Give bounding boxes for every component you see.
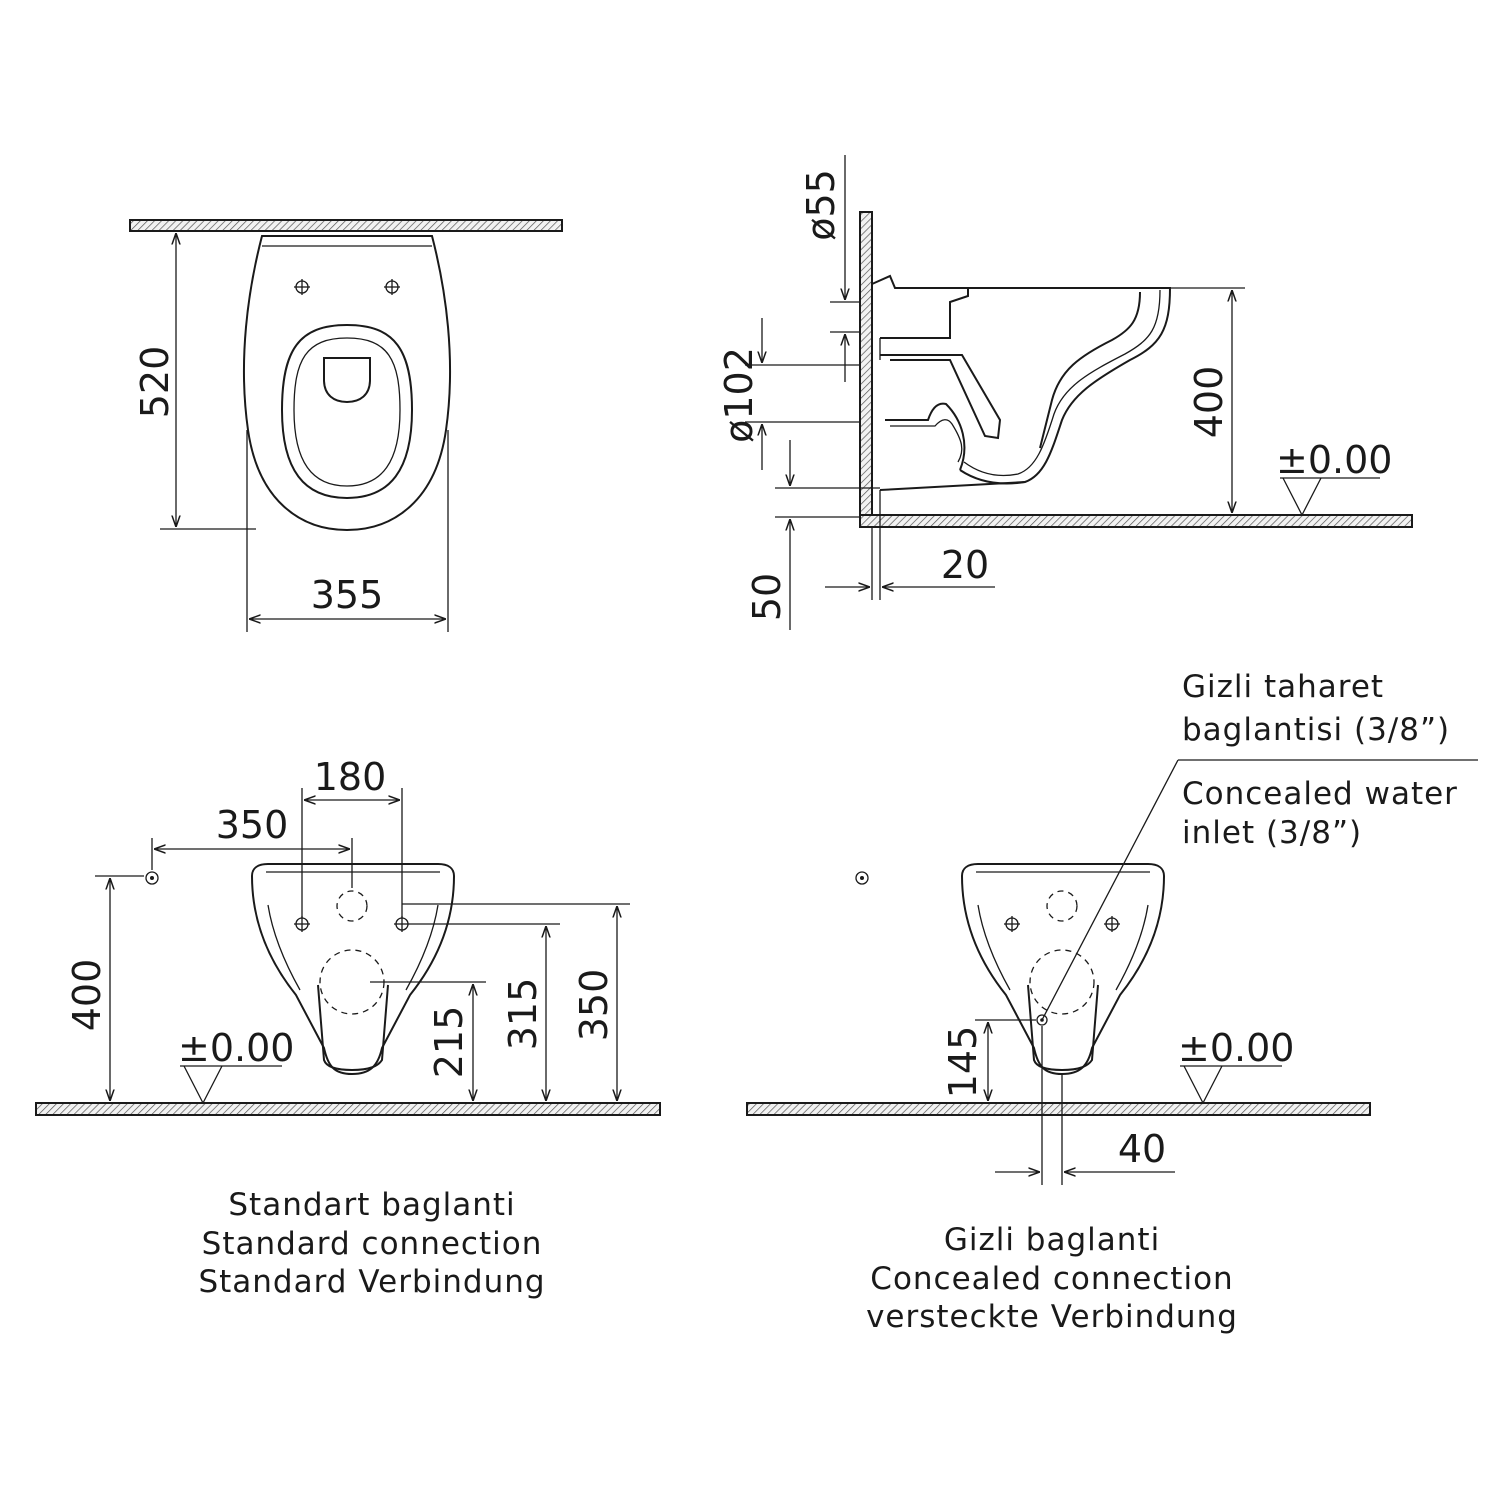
dim-350-vertical-label: 350 [572, 969, 616, 1042]
standard-front-view: 180 350 400 ±0.00 215 315 350 Standart b… [35, 755, 661, 1300]
seat-opening [280, 323, 414, 500]
dim-215-label: 215 [427, 1006, 471, 1079]
note-en-line2: inlet (3/8”) [1182, 815, 1362, 851]
fixing-hole-left-top [294, 279, 310, 295]
top-view: 520 355 [129, 219, 563, 632]
dim-520-label: 520 [133, 346, 177, 419]
floor-level-side-label: ±0.00 [1276, 438, 1392, 482]
dim-400-standard-label: 400 [65, 959, 109, 1032]
caption-concealed-line1: Gizli baglanti [944, 1222, 1160, 1258]
floor-level-symbol-concealed: ±0.00 [1178, 1026, 1294, 1105]
floor-concealed-view [746, 1102, 1371, 1116]
side-view: 400 ±0.00 ø55 ø102 50 20 [717, 155, 1413, 630]
note-en-line1: Concealed water [1182, 776, 1458, 812]
note-tr-line1: Gizli taharet [1182, 669, 1384, 705]
caption-concealed-line2: Concealed connection [870, 1261, 1233, 1297]
fixing-hole-right-standard [394, 916, 410, 932]
caption-standard-line1: Standart baglanti [228, 1187, 515, 1223]
note-tr-line2: baglantisi (3/8”) [1182, 712, 1450, 748]
caption-standard-line3: Standard Verbindung [198, 1264, 545, 1300]
floor-side-view [859, 514, 1413, 528]
flush-inlet-concealed [1046, 890, 1078, 922]
dim-o102-label: ø102 [717, 347, 761, 443]
water-point-concealed [855, 871, 869, 885]
bowl-outline [242, 235, 452, 532]
caption-standard-line2: Standard connection [202, 1226, 543, 1262]
caption-concealed-line3: versteckte Verbindung [866, 1299, 1238, 1335]
water-point-standard [145, 871, 159, 885]
floor-level-concealed-label: ±0.00 [1178, 1026, 1294, 1070]
flush-inlet-standard [336, 890, 368, 922]
dim-315-label: 315 [501, 978, 545, 1051]
dim-180-label: 180 [314, 755, 387, 799]
note-leader-line [1041, 759, 1179, 1021]
dim-50-label: 50 [745, 573, 789, 621]
side-bowl-outline [871, 274, 1002, 440]
floor-level-symbol-standard: ±0.00 [178, 1026, 294, 1105]
dim-40-label: 40 [1118, 1127, 1166, 1171]
dim-350-horizontal-label: 350 [216, 803, 289, 847]
dim-355-label: 355 [311, 573, 384, 617]
dim-145-label: 145 [941, 1026, 985, 1099]
outlet-circle-concealed [1029, 949, 1095, 1015]
fixing-hole-right-top [384, 279, 400, 295]
wall-side-view [859, 211, 873, 528]
dim-400-side-label: 400 [1187, 366, 1231, 439]
wall-top-view [129, 219, 563, 232]
fixing-hole-right-concealed [1104, 916, 1120, 932]
concealed-bowl-outline [960, 863, 1166, 1076]
floor-level-standard-label: ±0.00 [178, 1026, 294, 1070]
fixing-hole-left-concealed [1004, 916, 1020, 932]
floor-standard-view [35, 1102, 661, 1116]
dim-o55-label: ø55 [799, 169, 843, 241]
dim-20-label: 20 [941, 543, 989, 587]
fixing-hole-left-standard [294, 916, 310, 932]
standard-bowl-outline [250, 863, 456, 1076]
bowl-outlet [323, 357, 371, 404]
floor-level-symbol-side: ±0.00 [1276, 438, 1392, 517]
concealed-front-view: Gizli taharet baglantisi (3/8”) Conceale… [746, 669, 1478, 1335]
